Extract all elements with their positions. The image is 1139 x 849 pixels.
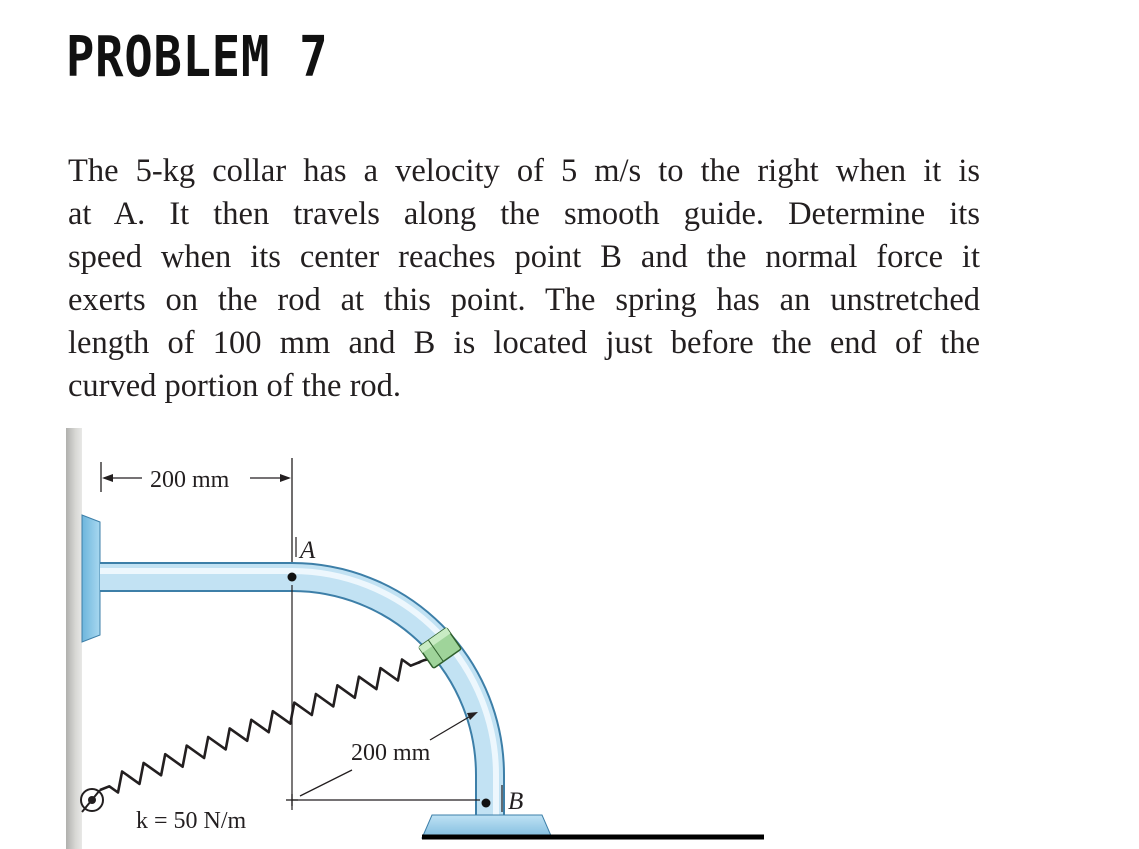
fixed-wall — [66, 428, 82, 849]
dimension-horizontal — [100, 458, 293, 562]
statement-line: speed when its center reaches point B an… — [68, 239, 980, 275]
dimension-horizontal-label: 200 mm — [150, 467, 230, 493]
guide-rod-highlight — [100, 568, 499, 815]
dimension-radius — [286, 712, 480, 806]
spring — [99, 658, 421, 794]
statement-line: exerts on the rod at this point. The spr… — [68, 282, 980, 318]
guide-rod — [100, 562, 505, 815]
problem-statement: The 5-kg collar has a velocity of 5 m/s … — [68, 150, 980, 408]
statement-line: curved portion of the rod. — [68, 368, 402, 404]
point-a-label: A — [298, 537, 316, 564]
spring-constant-label: k = 50 N/m — [136, 808, 247, 834]
statement-line: The 5-kg collar has a velocity of 5 m/s … — [68, 153, 980, 189]
collar — [418, 627, 462, 669]
point-a-dot — [287, 572, 297, 582]
point-b-label: B — [508, 788, 523, 815]
problem-title: PROBLEM 7 — [66, 25, 329, 90]
statement-line: length of 100 mm and B is located just b… — [68, 325, 980, 361]
statement-line: at A. It then travels along the smooth g… — [68, 196, 980, 232]
guide-rod-body — [100, 564, 503, 815]
point-b-dot — [481, 798, 491, 808]
dimension-radius-label: 200 mm — [351, 740, 431, 766]
spring-pin — [80, 788, 104, 813]
wall-mount-bracket — [81, 514, 101, 643]
